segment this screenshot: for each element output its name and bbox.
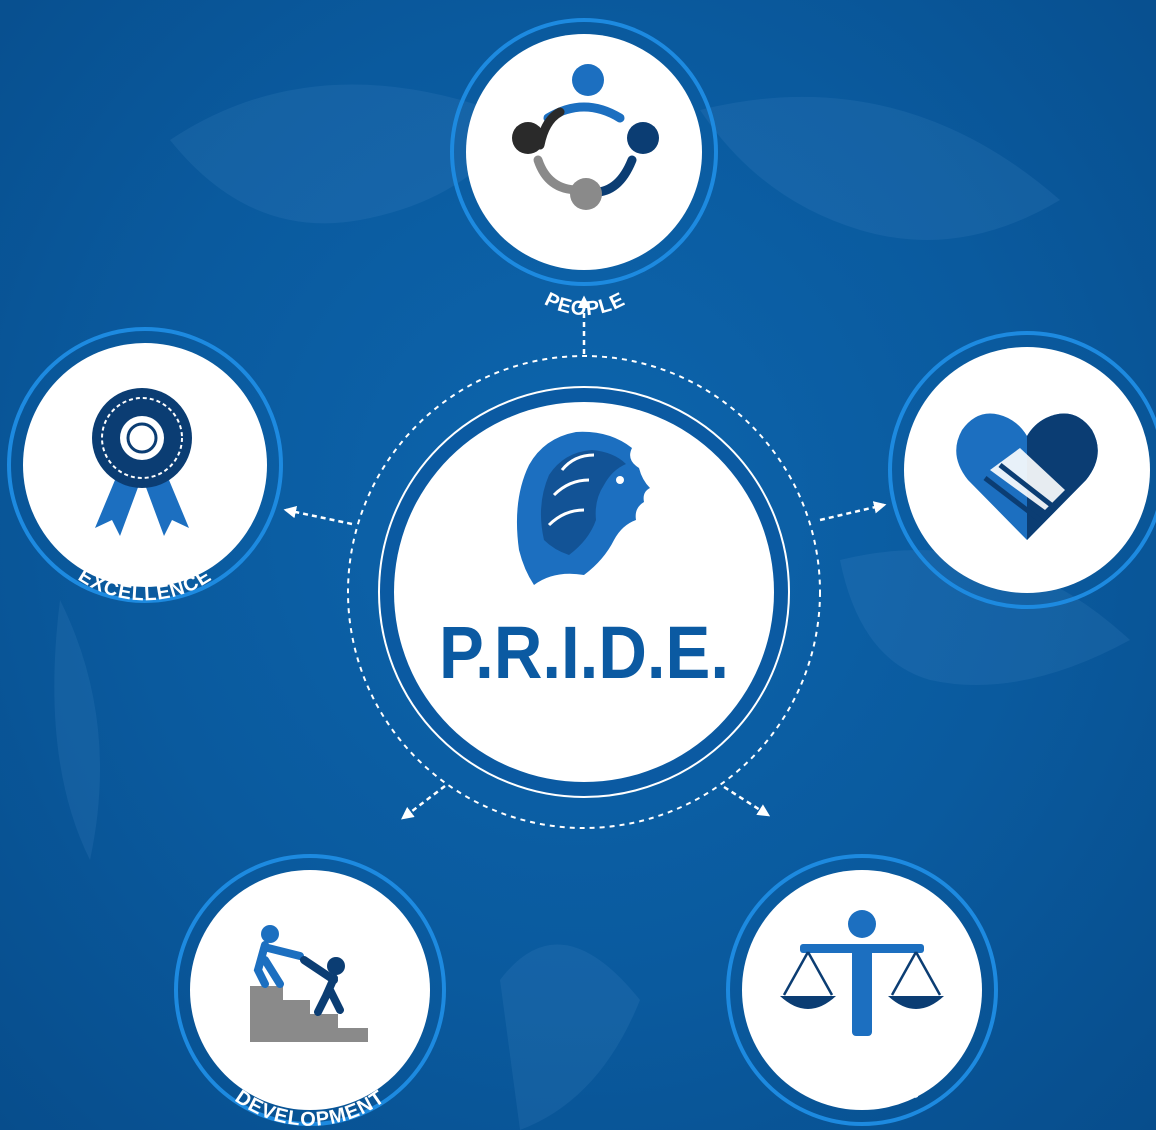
node-excellence: EXCELLENCE — [7, 327, 283, 605]
background-watermark — [54, 84, 1130, 1130]
arrow-to-excellence — [283, 505, 353, 526]
connector-arrows — [283, 295, 887, 820]
people-circle-icon — [512, 64, 659, 210]
award-ribbon-icon — [92, 388, 192, 536]
lion-head-icon — [516, 431, 650, 585]
heart-handshake-icon — [956, 413, 1098, 540]
center-hub: P.R.I.D.E. — [378, 386, 790, 798]
arrow-to-development — [401, 785, 446, 820]
balance-scale-icon — [780, 910, 944, 1036]
arrow-to-integrity — [723, 785, 771, 817]
helping-hand-stairs-icon — [250, 925, 368, 1042]
svg-text:PEOPLE: PEOPLE — [541, 288, 629, 320]
center-title: P.R.I.D.E. — [439, 611, 729, 694]
node-people: PEOPLE — [450, 18, 718, 320]
node-integrity: INTEGRITY — [726, 854, 998, 1126]
dashed-ring — [347, 355, 821, 829]
node-respect: RESPECT — [888, 331, 1156, 609]
label-people: PEOPLE — [541, 288, 628, 320]
arrow-to-respect — [819, 501, 887, 522]
node-development: DEVELOPMENT — [174, 854, 446, 1130]
